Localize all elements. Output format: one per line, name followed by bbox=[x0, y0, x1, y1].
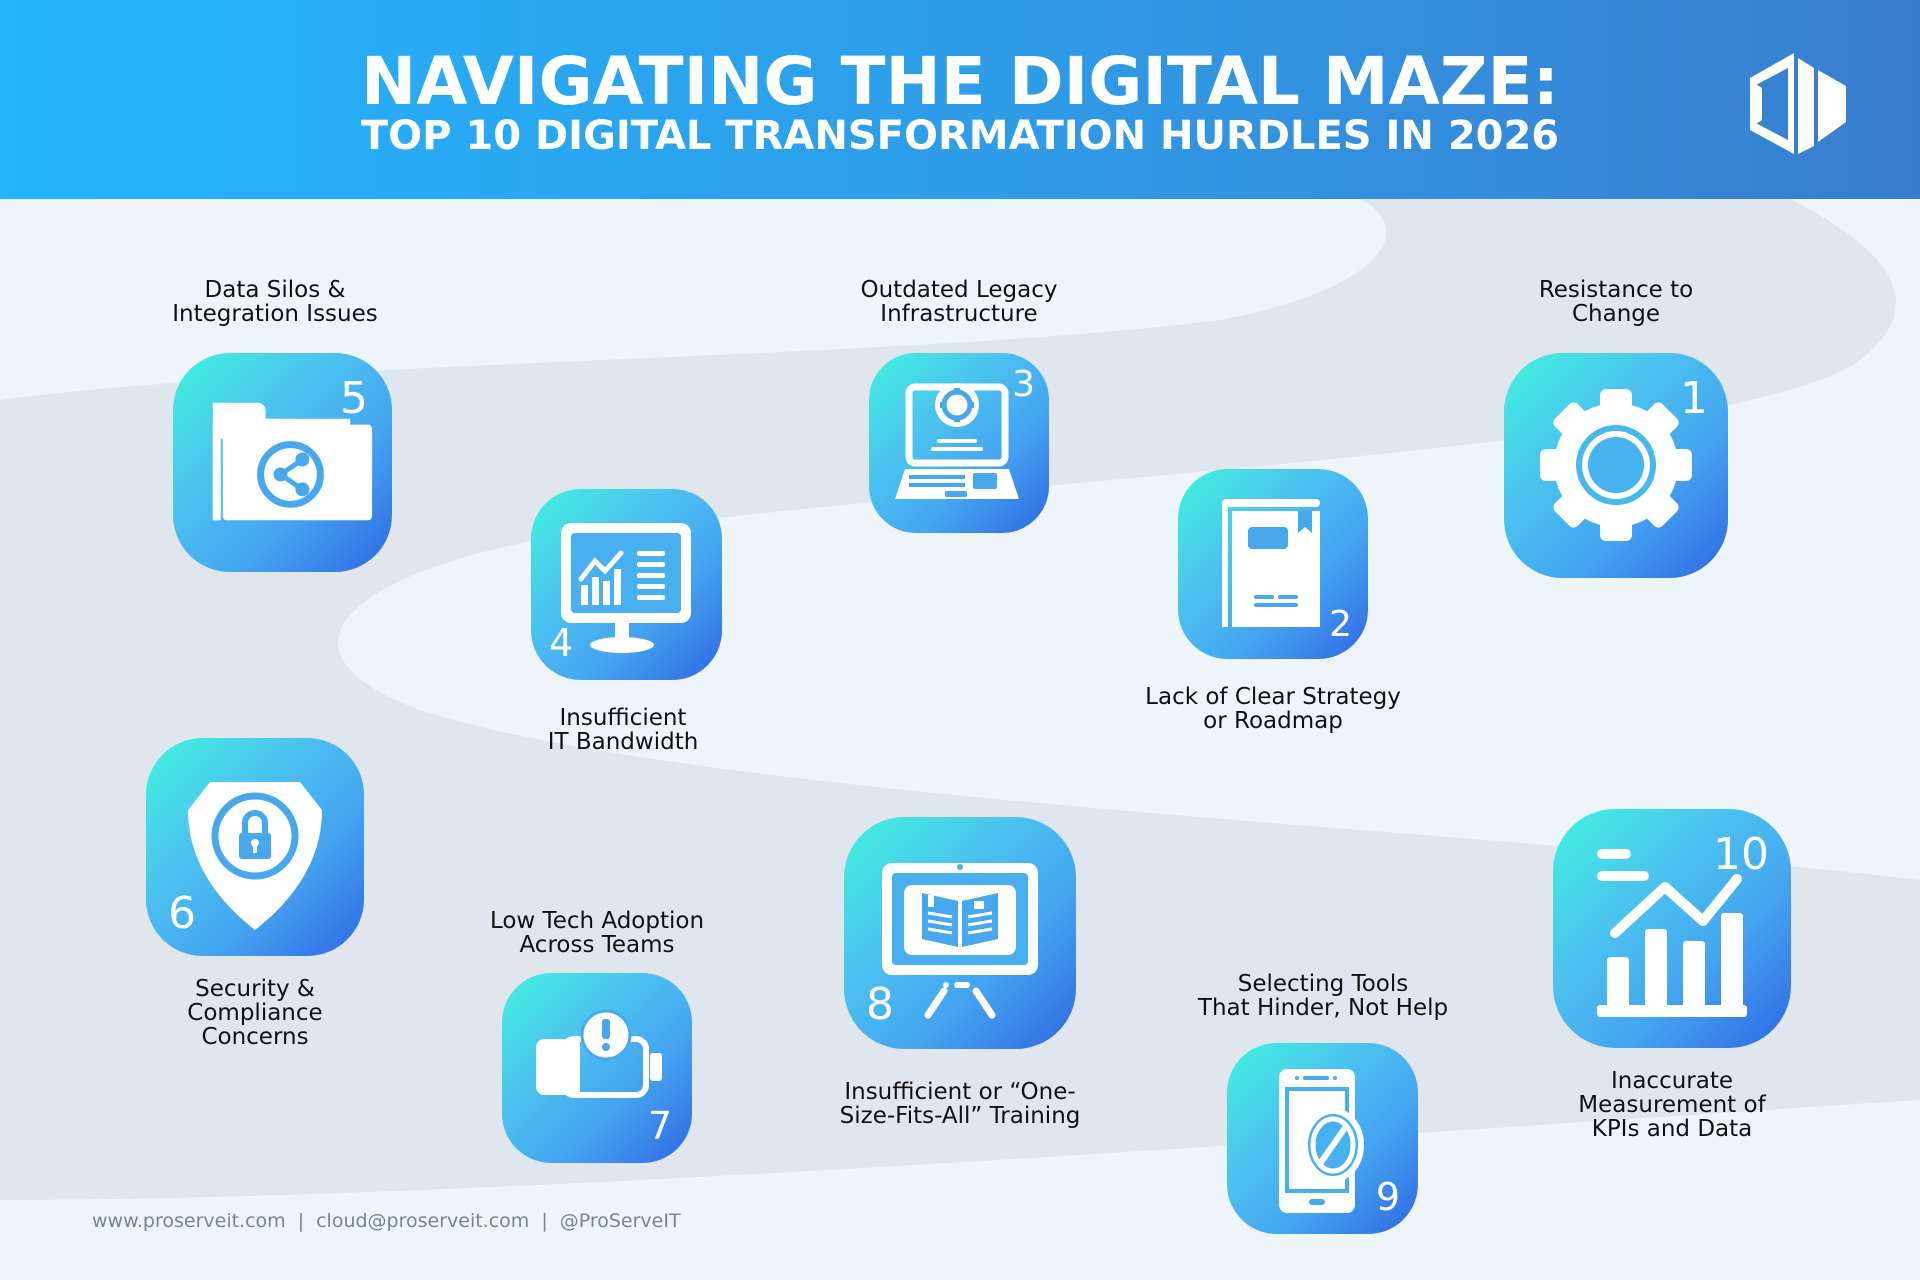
hurdle-card-5: 5 bbox=[173, 353, 392, 572]
hurdle-label-1: Resistance to Change bbox=[1538, 277, 1694, 327]
hurdle-card-2: 2 bbox=[1178, 469, 1368, 659]
hurdle-card-1: 1 bbox=[1504, 353, 1728, 578]
rank-number: 7 bbox=[647, 1104, 672, 1148]
rank-number: 9 bbox=[1375, 1175, 1400, 1219]
page-title: NAVIGATING THE DIGITAL MAZE: bbox=[360, 43, 1560, 120]
footer-contacts: www.proserveit.com | cloud@proserveit.com |… bbox=[92, 1210, 681, 1232]
header-banner: NAVIGATING THE DIGITAL MAZE: TOP 10 DIGI… bbox=[0, 0, 1920, 199]
proserveit-logo-icon bbox=[1750, 53, 1846, 154]
shield-lock-icon bbox=[188, 782, 322, 930]
footer-email-link[interactable]: cloud@proserveit.com bbox=[316, 1210, 530, 1232]
laptop-gear-icon bbox=[895, 383, 1019, 499]
hurdle-card-10: 10 bbox=[1553, 809, 1791, 1048]
rank-number: 3 bbox=[1012, 364, 1035, 405]
footer-separator: | bbox=[541, 1210, 548, 1232]
hurdle-label-5: Data Silos & Integration Issues bbox=[172, 277, 378, 327]
rank-number: 5 bbox=[340, 373, 368, 424]
battery-alert-icon bbox=[536, 1009, 662, 1098]
rank-number: 10 bbox=[1713, 829, 1769, 880]
rank-number: 2 bbox=[1329, 604, 1352, 645]
page-subtitle: TOP 10 DIGITAL TRANSFORMATION HURDLES IN… bbox=[360, 113, 1560, 159]
rank-number: 6 bbox=[168, 888, 196, 939]
footer-social-handle[interactable]: @ProServeIT bbox=[559, 1210, 681, 1232]
footer-website-link[interactable]: www.proserveit.com bbox=[92, 1210, 286, 1232]
hurdle-label-7: Low Tech Adoption Across Teams bbox=[489, 908, 705, 958]
monitor-chart-icon bbox=[561, 523, 691, 653]
hurdle-card-3: 3 bbox=[869, 353, 1049, 533]
hurdle-label-3: Outdated Legacy Infrastructure bbox=[860, 277, 1058, 327]
hurdle-label-8: Insufficient or “One- Size-Fits-All” Tra… bbox=[839, 1079, 1081, 1129]
folder-share-icon bbox=[212, 402, 373, 521]
rank-number: 4 bbox=[549, 621, 574, 665]
hurdle-card-8: 8 bbox=[844, 817, 1076, 1049]
hurdle-label-2: Lack of Clear Strategy or Roadmap bbox=[1145, 684, 1401, 734]
hurdle-label-6: Security & Compliance Concerns bbox=[187, 976, 323, 1050]
hurdle-label-4: Insufficient IT Bandwidth bbox=[547, 705, 699, 755]
hurdle-card-4: 4 bbox=[531, 489, 722, 680]
rank-number: 1 bbox=[1680, 373, 1708, 424]
hurdle-card-7: 7 bbox=[502, 973, 692, 1163]
book-icon bbox=[1222, 499, 1320, 627]
rank-number: 8 bbox=[866, 979, 894, 1030]
bar-chart-trend-icon bbox=[1597, 849, 1747, 1017]
footer-separator: | bbox=[297, 1210, 305, 1232]
hurdle-label-9: Selecting Tools That Hinder, Not Help bbox=[1197, 971, 1449, 1021]
hurdle-label-10: Inaccurate Measurement of KPIs and Data bbox=[1578, 1068, 1766, 1142]
hurdle-card-9: 9 bbox=[1227, 1043, 1418, 1234]
phone-blocked-icon bbox=[1279, 1069, 1364, 1213]
hurdle-card-6: 6 bbox=[146, 738, 364, 956]
road-band bbox=[0, 199, 1920, 1200]
easel-book-icon bbox=[882, 863, 1038, 1019]
gear-icon bbox=[1540, 389, 1692, 541]
